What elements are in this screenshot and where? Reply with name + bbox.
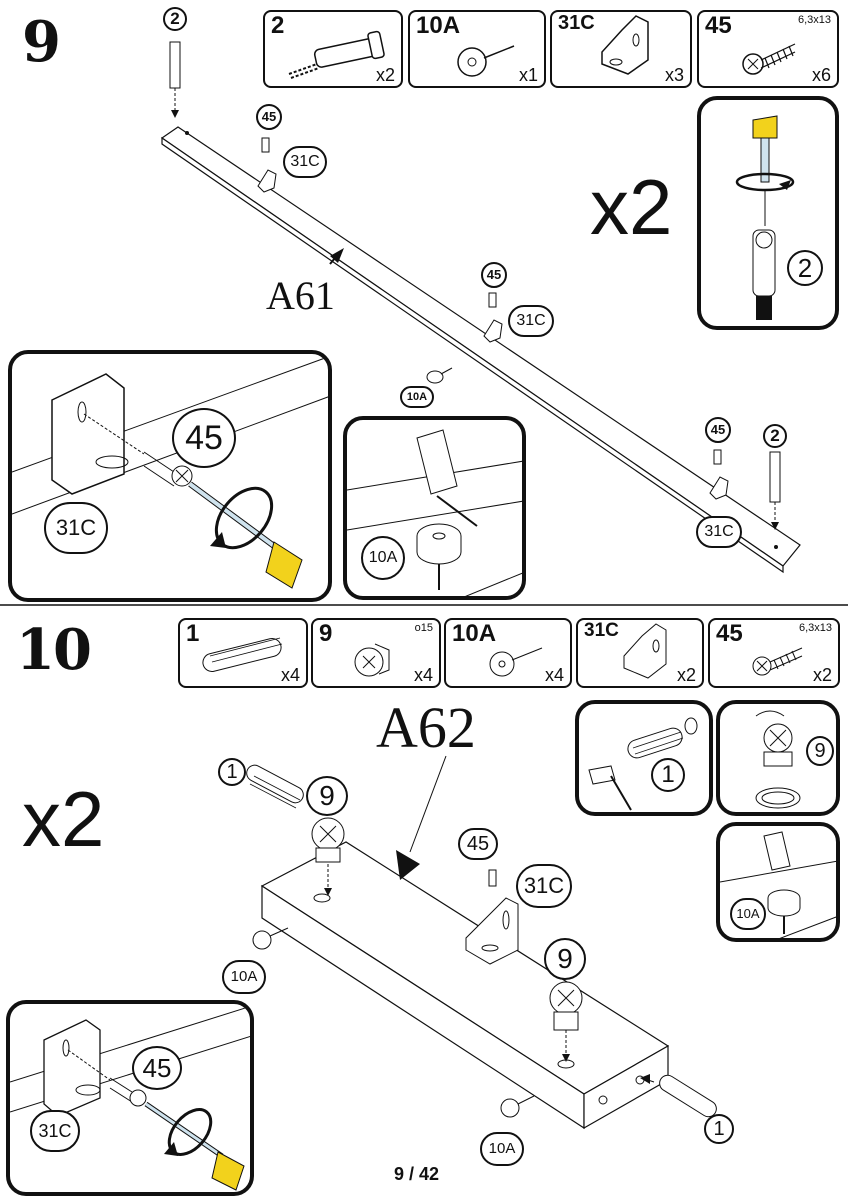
screwdriver-dowel-illustration xyxy=(735,115,795,320)
callout-part-31c: 31C xyxy=(30,1110,80,1152)
part-qty: x1 xyxy=(518,65,538,85)
part-box-9: 9 o15 x4 xyxy=(311,618,441,688)
corner-bracket-icon xyxy=(601,15,649,75)
step-9-multiplier: x2 xyxy=(590,163,673,251)
part-size-note: 6,3x13 xyxy=(798,622,832,634)
callout-part-45: 45 xyxy=(132,1046,182,1090)
callout-part-45: 45 xyxy=(458,828,498,860)
dowel-connector-icon xyxy=(288,30,385,79)
part-code: 45 xyxy=(716,620,743,647)
callout-part-2: 2 xyxy=(787,250,823,286)
hammer-glide-illustration xyxy=(720,831,836,938)
step-10-number: 10 xyxy=(16,617,92,683)
callout-part-10a: 10A xyxy=(361,536,405,580)
part-box-10a: 10A x4 xyxy=(444,618,572,688)
screw-icon xyxy=(742,43,796,75)
part-qty: x4 xyxy=(544,665,564,685)
zoom-panel-bracket-screw: 45 31C xyxy=(6,1000,254,1196)
part-code: 45 xyxy=(705,12,732,39)
callout-part-9: 9 xyxy=(544,938,586,980)
part-qty: x4 xyxy=(280,665,300,685)
callout-part-1: 1 xyxy=(704,1114,734,1144)
part-qty: x2 xyxy=(375,65,395,85)
part-box-31c: 31C x3 xyxy=(550,10,692,88)
zoom-panel-bracket-screw: 45 31C xyxy=(8,350,332,602)
screw-icon xyxy=(752,647,803,676)
step-10-multiplier: x2 xyxy=(22,775,105,863)
callout-part-2: 2 xyxy=(163,7,187,31)
bracket-screw-illustration xyxy=(10,1005,250,1191)
step-9-number: 9 xyxy=(22,9,61,75)
callout-part-45: 45 xyxy=(481,262,507,288)
detail-panel-dowel-hammer: 1 xyxy=(575,700,713,816)
callout-part-45: 45 xyxy=(172,408,236,468)
callout-part-9: 9 xyxy=(306,776,348,816)
cam-lock-icon xyxy=(354,643,390,677)
page-number: 9 / 42 xyxy=(394,1164,440,1184)
part-box-31c: 31C x2 xyxy=(576,618,704,688)
part-code: 1 xyxy=(186,620,200,647)
glide-nail-icon xyxy=(489,647,543,677)
callout-part-9: 9 xyxy=(806,736,834,766)
callout-part-31c: 31C xyxy=(696,516,742,548)
glide-nail-icon xyxy=(457,45,515,77)
callout-part-1: 1 xyxy=(651,758,685,792)
part-code: 10A xyxy=(452,620,497,647)
part-qty: x2 xyxy=(812,665,832,685)
callout-part-31c: 31C xyxy=(516,864,572,908)
callout-part-2: 2 xyxy=(763,424,787,448)
part-size-note: o15 xyxy=(414,622,433,634)
corner-bracket-icon xyxy=(623,623,667,679)
hammer-dowel-illustration xyxy=(588,717,698,811)
part-box-45: 45 6,3x13 x2 xyxy=(708,618,840,688)
part-box-45: 45 6,3x13 x6 xyxy=(697,10,839,88)
part-qty: x3 xyxy=(664,65,684,85)
hammer-glide-illustration xyxy=(347,429,522,596)
step-9-drawing xyxy=(0,41,848,606)
part-size-note: 6,3x13 xyxy=(797,14,831,26)
part-qty: x2 xyxy=(676,665,696,685)
callout-part-10a: 10A xyxy=(480,1132,524,1166)
callout-part-31c: 31C xyxy=(283,146,327,178)
part-box-10a: 10A x1 xyxy=(408,10,546,88)
callout-part-1: 1 xyxy=(218,758,246,786)
callout-part-10a: 10A xyxy=(730,898,766,930)
callout-part-10a: 10A xyxy=(400,386,434,408)
callout-part-45: 45 xyxy=(705,417,731,443)
board-label-a61: A61 xyxy=(266,273,335,318)
part-qty: x6 xyxy=(811,65,831,85)
wood-dowel-icon xyxy=(202,637,283,672)
detail-panel-glide: 10A xyxy=(716,822,840,942)
part-code: 2 xyxy=(271,12,285,39)
part-code: 9 xyxy=(319,620,333,647)
board-label-a62: A62 xyxy=(376,695,476,760)
callout-part-10a: 10A xyxy=(222,960,266,994)
part-qty: x4 xyxy=(413,665,433,685)
bracket-screw-illustration xyxy=(12,356,328,589)
detail-panel-cam: 9 xyxy=(716,700,840,816)
cam-insert-illustration xyxy=(755,710,801,809)
part-code: 31C xyxy=(558,12,595,34)
zoom-panel-glide: 10A xyxy=(343,416,526,600)
part-box-2: 2 x2 xyxy=(263,10,403,88)
part-code: 31C xyxy=(584,620,619,641)
callout-part-31c: 31C xyxy=(508,305,554,337)
part-code: 10A xyxy=(416,12,461,39)
callout-part-45: 45 xyxy=(256,104,282,130)
callout-part-31c: 31C xyxy=(44,502,108,554)
part-box-1: 1 x4 xyxy=(178,618,308,688)
detail-panel-dowel: 2 xyxy=(697,96,839,330)
